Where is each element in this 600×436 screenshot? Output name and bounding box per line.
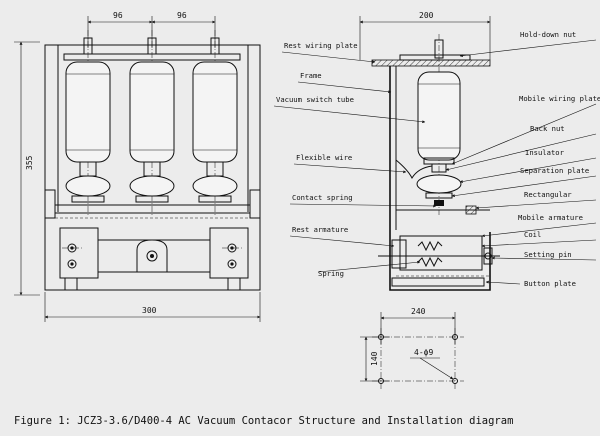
side-insulator [416,174,462,194]
label-rest-wiring-plate: Rest wiring plate [284,41,358,50]
install-dim-width: 240 [411,307,426,316]
label-rest-armature: Rest armature [292,225,348,234]
front-height-dimension: 355 [14,41,40,296]
label-separation-plate: Separation plate [520,166,589,175]
dim-pitch-right: 96 [177,11,187,20]
mount-hole [452,334,458,340]
front-width-dimension: 300 [44,292,261,322]
side-vacuum-tube [417,71,461,161]
pole-left [65,30,111,215]
side-labels-right: Hold-down nut Mobile wiring plate Back n… [445,30,600,288]
label-frame: Frame [300,71,322,80]
front-frame-outline [44,44,261,291]
label-back-nut: Back nut [530,124,565,133]
side-frame [389,66,491,291]
label-rectangular: Rectangular [524,190,572,199]
label-contact-spring: Contact spring [292,193,353,202]
mount-hole [378,334,384,340]
label-mobile-wiring-plate: Mobile wiring plate [519,94,600,103]
label-hold-down-nut: Hold-down nut [520,30,576,39]
dim-width: 300 [142,306,157,315]
rest-wiring-plate [371,59,491,67]
mount-hole [452,378,458,384]
label-flexible-wire: Flexible wire [296,153,352,162]
dim-height: 355 [25,155,34,170]
label-vacuum-switch-tube: Vacuum switch tube [276,95,354,104]
label-coil: Coil [524,230,541,239]
figure-caption: Figure 1: JCZ3-3.6/D400-4 AC Vacuum Cont… [14,415,513,427]
label-spring: Spring [318,269,344,278]
hole-spec: 4-ϕ9 [414,348,433,357]
front-coil-housing [59,227,249,291]
side-button-plate [391,277,485,287]
front-separation-plate [54,204,251,214]
label-insulator: Insulator [525,148,565,157]
installation-diagram: 240 140 4-ϕ9 [360,307,464,390]
side-top-dimension: 200 [359,11,491,60]
side-dim-width: 200 [419,11,434,20]
front-view: 96 96 355 [14,11,261,322]
install-dim-height: 140 [370,351,379,366]
front-top-dimension: 96 96 [87,11,216,48]
side-view: 200 R [273,11,600,291]
pole-right [192,30,238,215]
pole-middle [129,30,175,215]
label-setting-pin: Setting pin [524,250,572,259]
mount-hole [378,378,384,384]
side-labels-left: Rest wiring plate Frame Vacuum switch tu… [273,41,437,278]
side-coil [399,235,483,271]
dim-pitch-left: 96 [113,11,123,20]
label-button-plate: Button plate [524,279,576,288]
label-mobile-armature: Mobile armature [518,213,583,222]
